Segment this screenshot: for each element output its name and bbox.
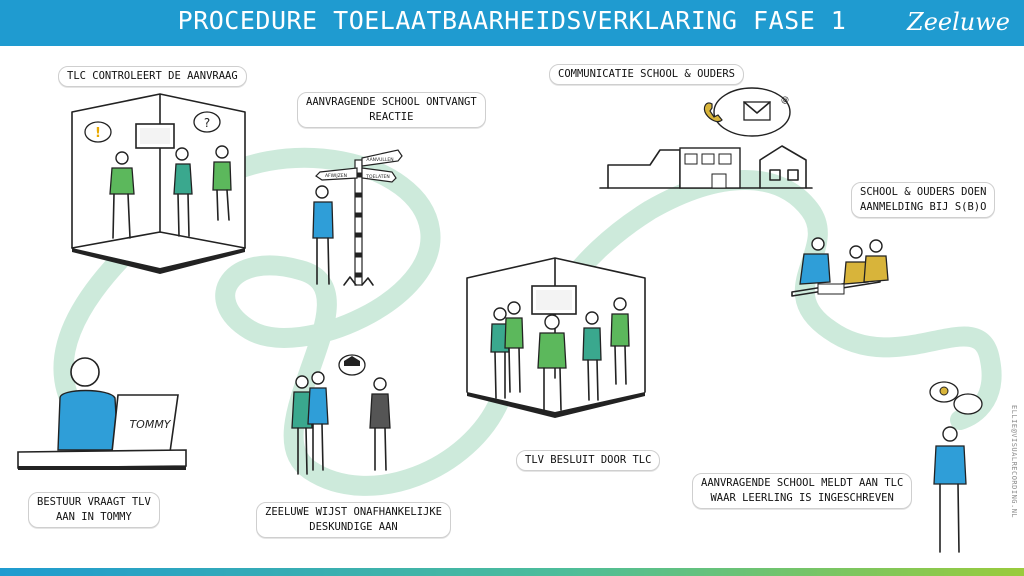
- step-communication: COMMUNICATIE SCHOOL & OUDERS: [549, 64, 745, 85]
- step-line: DESKUNDIGE AAN: [309, 521, 398, 533]
- step-line: SCHOOL & OUDERS DOEN: [860, 186, 987, 198]
- step-line: AANVRAGENDE SCHOOL ONTVANGT: [306, 96, 477, 108]
- step-tlc-check: TLC CONTROLEERT DE AANVRAAG: [58, 66, 247, 87]
- email-at-symbol: @: [781, 95, 789, 104]
- signpost-scene: [312, 149, 403, 286]
- school-reports-scene: [929, 381, 983, 553]
- step-line: TLC CONTROLEERT DE AANVRAAG: [67, 70, 238, 82]
- laptop-scene: [17, 357, 187, 470]
- step-line: TLV BESLUIT DOOR TLC: [525, 454, 652, 466]
- sign-admit: TOELATEN: [365, 174, 389, 180]
- step-line: AAN IN TOMMY: [55, 511, 132, 523]
- laptop-screen-text: TOMMY: [129, 418, 171, 431]
- expert-scene: [291, 354, 391, 475]
- header-bar: [0, 0, 1024, 46]
- room-tlv-decision: [466, 257, 646, 418]
- step-tlv-decision: TLV BESLUIT DOOR TLC: [516, 450, 661, 471]
- step-school-reports: AANVRAGENDE SCHOOL MELDT AAN TLC WAAR LE…: [692, 473, 913, 509]
- step-registration: SCHOOL & OUDERS DOEN AANMELDING BIJ S(B)…: [851, 182, 996, 218]
- footer-gradient-bar: [0, 568, 1024, 576]
- step-line: ZEELUWE WIJST ONAFHANKELIJKE: [265, 506, 443, 518]
- step-school-reaction: AANVRAGENDE SCHOOL ONTVANGT REACTIE: [297, 92, 486, 128]
- sign-complete: AANVULLEN: [366, 157, 393, 163]
- page-title: PROCEDURE TOELAATBAARHEIDSVERKLARING FAS…: [177, 6, 847, 35]
- registration-scene: [791, 237, 889, 297]
- school-and-houses: [599, 87, 813, 189]
- step-line: AANVRAGENDE SCHOOL MELDT AAN TLC: [701, 477, 904, 489]
- step-line: AANMELDING BIJ S(B)O: [860, 201, 987, 213]
- brand-logo: Zeeluwe: [907, 8, 1010, 36]
- credit-text: ELLIE@VISUALRECORDING.NL: [1010, 405, 1018, 519]
- step-expert: ZEELUWE WIJST ONAFHANKELIJKE DESKUNDIGE …: [256, 502, 452, 538]
- step-line: WAAR LEERLING IS INGESCHREVEN: [710, 492, 894, 504]
- question-mark: ?: [204, 116, 210, 130]
- step-line: REACTIE: [369, 111, 414, 123]
- step-line: COMMUNICATIE SCHOOL & OUDERS: [558, 68, 736, 80]
- exclamation-mark: !: [95, 126, 101, 141]
- room-tlc-check: [71, 93, 246, 274]
- sign-reject: AFWIJZEN: [325, 173, 347, 179]
- step-line: BESTUUR VRAAGT TLV: [37, 496, 151, 508]
- step-bestuur: BESTUUR VRAAGT TLV AAN IN TOMMY: [28, 492, 160, 528]
